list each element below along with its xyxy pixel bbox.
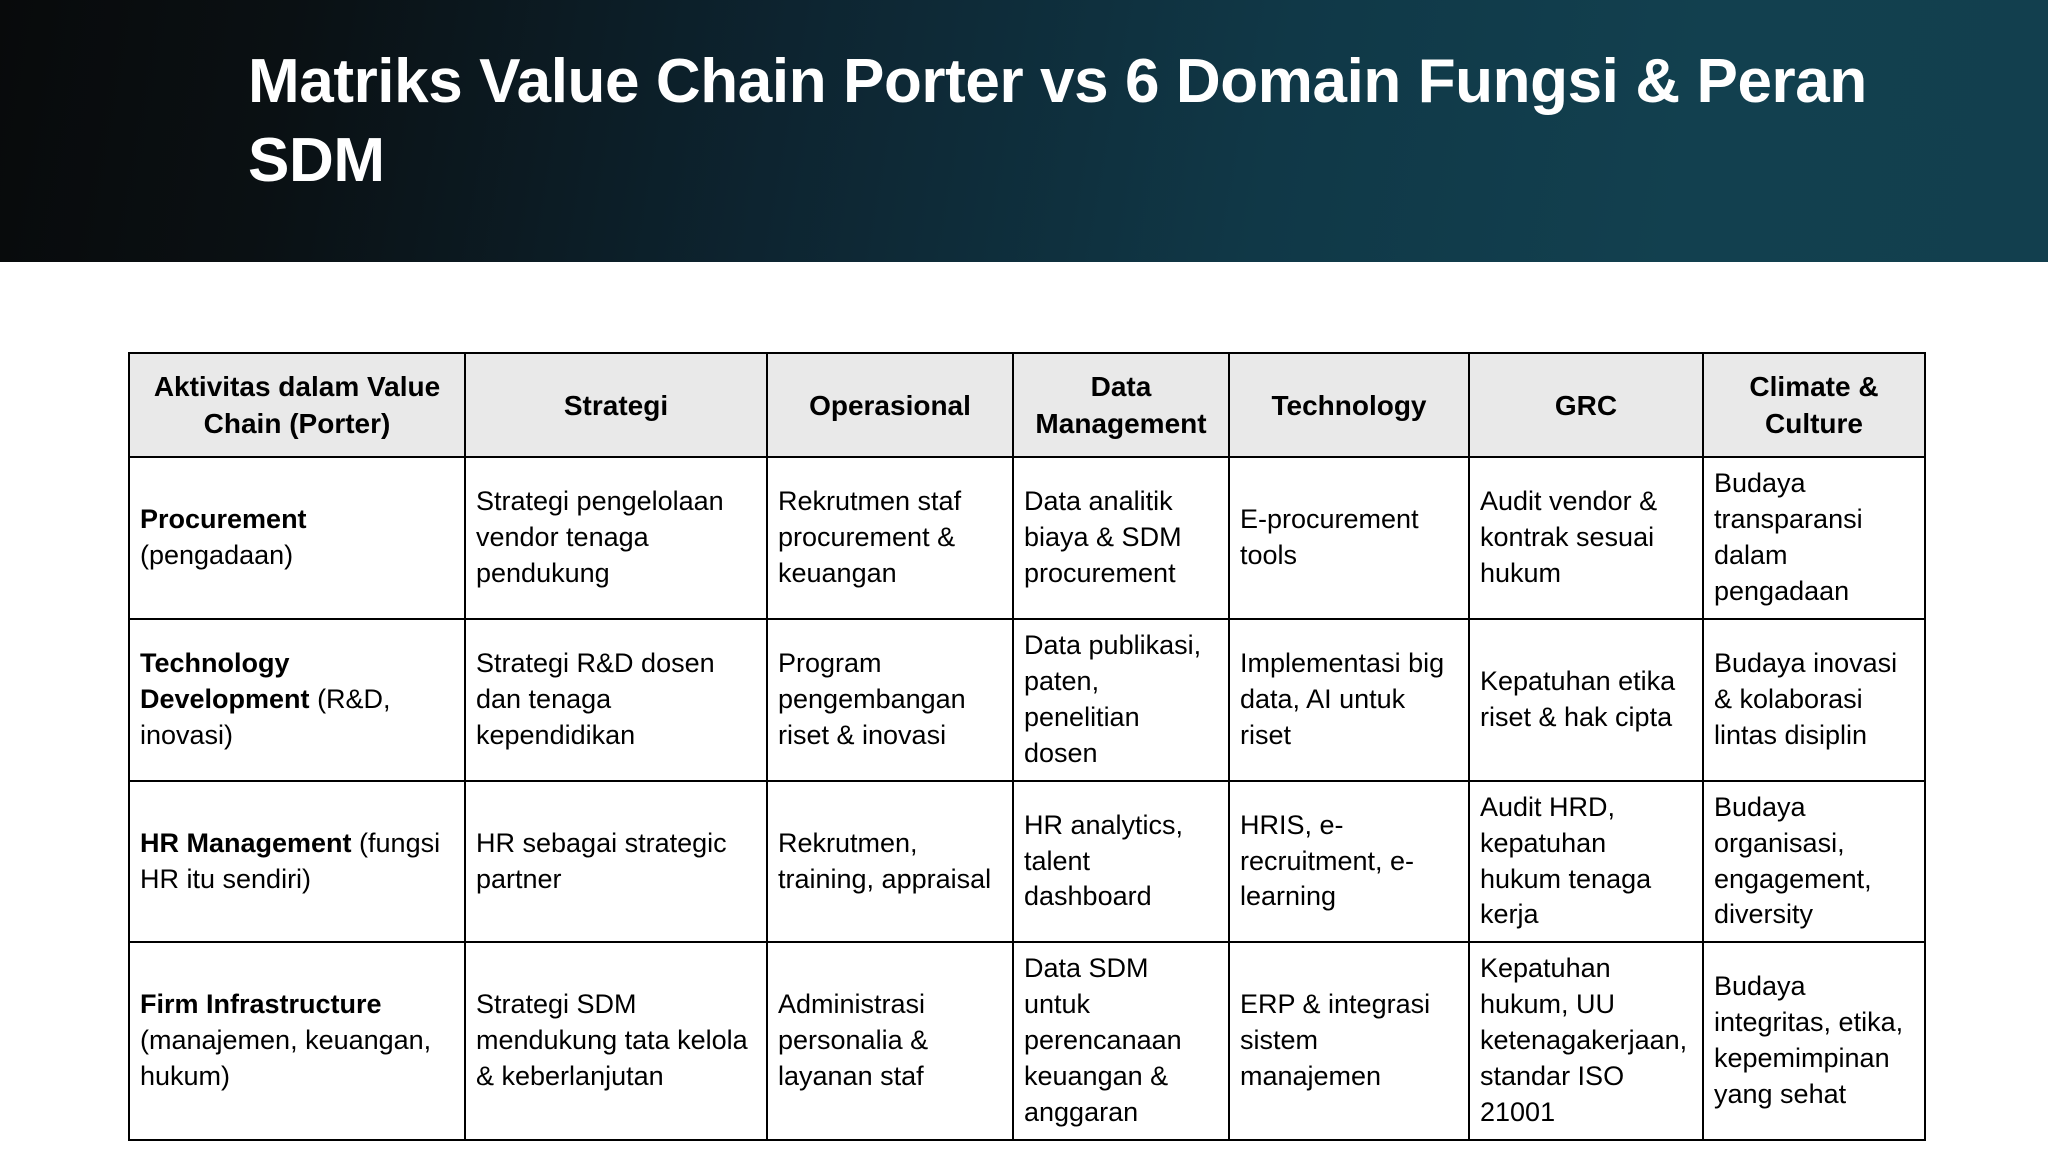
cell-strategi: HR sebagai strategic partner <box>464 779 768 944</box>
row-activity-note: (R&D, inovasi) <box>140 683 391 750</box>
cell-grc: Audit vendor & kontrak sesuai hukum <box>1468 456 1704 621</box>
title-banner: Matriks Value Chain Porter vs 6 Domain F… <box>0 0 2048 262</box>
row-activity-name: Technology Development <box>140 648 310 714</box>
column-header-technology: Technology <box>1228 351 1470 459</box>
matrix-table-container: Aktivitas dalam Value Chain (Porter) Str… <box>128 351 1926 1141</box>
cell-data-management: Data analitik biaya & SDM procurement <box>1012 456 1230 621</box>
table-header-row: Aktivitas dalam Value Chain (Porter) Str… <box>128 351 1926 459</box>
cell-strategi: Strategi R&D dosen dan tenaga kependidik… <box>464 618 768 782</box>
row-activity-note: (manajemen, keuangan, hukum) <box>140 1025 432 1092</box>
cell-climate-culture: Budaya inovasi & kolaborasi lintas disip… <box>1702 618 1926 782</box>
table-row: Technology Development (R&D, inovasi) St… <box>128 618 1926 782</box>
cell-operasional: Administrasi personalia & layanan staf <box>766 941 1014 1141</box>
table-row: Firm Infrastructure (manajemen, keuangan… <box>128 941 1926 1141</box>
cell-technology: E-procurement tools <box>1228 456 1470 621</box>
row-header-cell: Firm Infrastructure (manajemen, keuangan… <box>128 941 466 1141</box>
cell-grc: Kepatuhan hukum, UU ketenagakerjaan, sta… <box>1468 941 1704 1141</box>
cell-strategi: Strategi SDM mendukung tata kelola & keb… <box>464 941 768 1141</box>
slide-title: Matriks Value Chain Porter vs 6 Domain F… <box>248 47 1867 196</box>
table-row: Procurement (pengadaan) Strategi pengelo… <box>128 456 1926 621</box>
cell-grc: Audit HRD, kepatuhan hukum tenaga kerja <box>1468 779 1704 944</box>
row-activity-name: Procurement <box>140 504 307 535</box>
cell-technology: Implementasi big data, AI untuk riset <box>1228 618 1470 782</box>
cell-technology: ERP & integrasi sistem manajemen <box>1228 941 1470 1141</box>
cell-technology: HRIS, e-recruitment, e-learning <box>1228 779 1470 944</box>
cell-climate-culture: Budaya transparansi dalam pengadaan <box>1702 456 1926 621</box>
column-header-strategi: Strategi <box>464 351 768 459</box>
column-header-activity: Aktivitas dalam Value Chain (Porter) <box>128 351 466 459</box>
row-header-cell: Technology Development (R&D, inovasi) <box>128 618 466 782</box>
row-header-cell: HR Management (fungsi HR itu sendiri) <box>128 779 466 944</box>
row-activity-name: Firm Infrastructure <box>140 989 382 1020</box>
cell-operasional: Rekrutmen, training, appraisal <box>766 779 1014 944</box>
cell-grc: Kepatuhan etika riset & hak cipta <box>1468 618 1704 782</box>
cell-strategi: Strategi pengelolaan vendor tenaga pendu… <box>464 456 768 621</box>
cell-climate-culture: Budaya organisasi, engagement, diversity <box>1702 779 1926 944</box>
row-activity-note: (pengadaan) <box>140 540 294 571</box>
column-header-data-management: Data Management <box>1012 351 1230 459</box>
cell-operasional: Rekrutmen staf procurement & keuangan <box>766 456 1014 621</box>
row-activity-name: HR Management <box>140 827 352 858</box>
cell-data-management: HR analytics, talent dashboard <box>1012 779 1230 944</box>
column-header-climate-culture: Climate & Culture <box>1702 351 1926 459</box>
value-chain-matrix-table: Aktivitas dalam Value Chain (Porter) Str… <box>128 351 1926 1141</box>
cell-data-management: Data SDM untuk perencanaan keuangan & an… <box>1012 941 1230 1141</box>
cell-operasional: Program pengembangan riset & inovasi <box>766 618 1014 782</box>
cell-data-management: Data publikasi, paten, penelitian dosen <box>1012 618 1230 782</box>
cell-climate-culture: Budaya integritas, etika, kepemimpinan y… <box>1702 941 1926 1141</box>
table-row: HR Management (fungsi HR itu sendiri) HR… <box>128 779 1926 944</box>
row-header-cell: Procurement (pengadaan) <box>128 456 466 621</box>
column-header-operasional: Operasional <box>766 351 1014 459</box>
row-activity-note: (fungsi HR itu sendiri) <box>140 827 441 894</box>
column-header-grc: GRC <box>1468 351 1704 459</box>
